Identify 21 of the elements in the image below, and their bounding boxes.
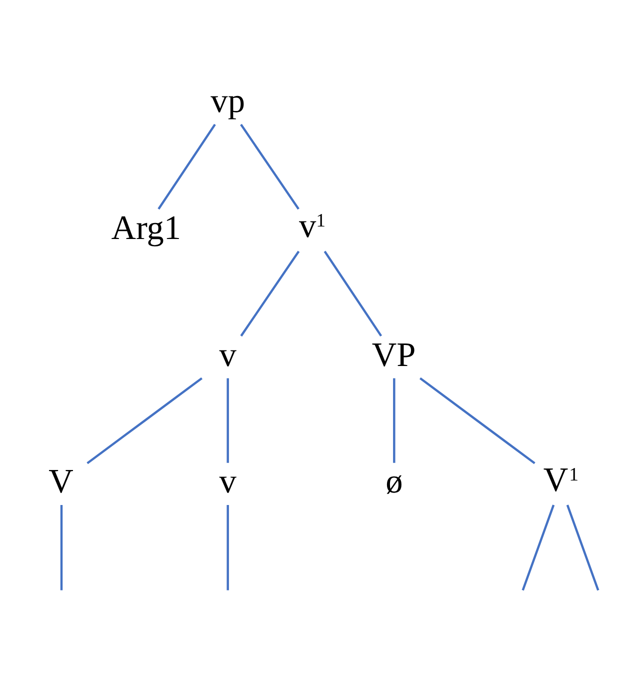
node-text: vp: [210, 82, 245, 120]
node-text: v$^{1}$: [298, 206, 326, 245]
connector: [60, 504, 63, 590]
node-text: VP: [372, 335, 416, 374]
connector: [158, 123, 216, 210]
connector: [86, 376, 202, 464]
node-text: Arg1: [111, 208, 182, 246]
connector: [226, 378, 229, 462]
connector: [393, 378, 396, 462]
connector: [420, 376, 536, 464]
connector: [324, 250, 382, 336]
connector: [240, 250, 300, 336]
node-text: V$^{1}$: [543, 460, 579, 498]
connector: [566, 504, 600, 590]
node-text: ø: [386, 462, 403, 500]
connector: [226, 504, 229, 590]
node-text: v: [219, 335, 236, 374]
connector: [522, 504, 555, 590]
connector: [240, 123, 300, 210]
node-text: V: [48, 462, 74, 500]
node-text: v: [219, 462, 236, 500]
